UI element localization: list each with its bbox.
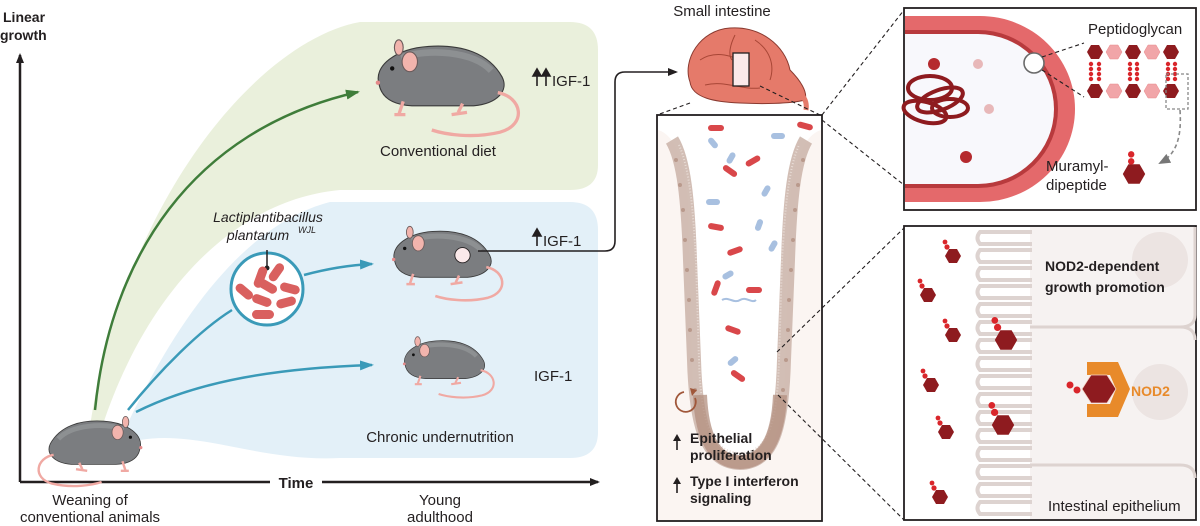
nod2-heading-line1: NOD2-dependent — [1045, 258, 1160, 274]
bacteria-name-line2: plantarum — [226, 227, 290, 243]
small-intestine-label: Small intestine — [673, 3, 771, 20]
igf1-probiotic-label: IGF-1 — [543, 233, 581, 250]
pup-mouse-icon — [39, 416, 143, 486]
effect-2-line2: signaling — [690, 490, 751, 506]
peptidoglycan-label: Peptidoglycan — [1088, 21, 1182, 38]
magnifier-circle — [1023, 52, 1045, 74]
y-axis-label-line1: Linear — [3, 9, 46, 25]
igf1-double-up-icon — [531, 67, 552, 86]
nod2-heading-line2: growth promotion — [1045, 279, 1165, 295]
bacteria-name-line1: Lactiplantibacillus — [213, 209, 323, 225]
igf1-undernourished-label: IGF-1 — [534, 368, 572, 385]
effect-1-line1: Epithelial — [690, 430, 752, 446]
conventional-diet-caption: Conventional diet — [380, 143, 497, 160]
connector-to-intestine — [478, 68, 678, 252]
cleavage-arrow — [1158, 109, 1182, 164]
x-start-label-line1: Weaning of — [52, 492, 128, 509]
intestinal-epithelium-label: Intestinal epithelium — [1048, 498, 1181, 515]
probiotic-growth-arrow-1 — [127, 308, 233, 411]
peptidoglycan-panel: Peptidoglycan Muramyl- dipeptide — [901, 7, 1197, 211]
x-end-label-line2: adulthood — [407, 509, 473, 526]
y-axis-label-line2: growth — [0, 27, 47, 43]
x-end-label-line1: Young — [419, 492, 461, 509]
dna-coil-icon — [901, 74, 970, 126]
probiotic-growth-arrow-2 — [303, 259, 374, 277]
conventional-diet-band — [88, 22, 598, 440]
effect-up-arrow-1 — [673, 434, 681, 450]
muramyl-label-line1: Muramyl- — [1046, 158, 1109, 175]
effect-2-line1: Type I interferon — [690, 473, 799, 489]
effect-up-arrow-2 — [673, 477, 681, 493]
peptidoglycan-lattice-icon — [1087, 44, 1179, 99]
effect-1-line2: proliferation — [690, 447, 772, 463]
growth-chart-panel: Linear growth Time Weaning of convention… — [0, 9, 678, 526]
undernutrition-growth-arrow — [135, 360, 374, 414]
nod2-label: NOD2 — [1131, 383, 1170, 399]
conventional-growth-arrow — [93, 89, 360, 411]
nod2-receptor-icon — [1066, 362, 1130, 417]
nod2-panel: NOD2 NOD2-dependent growth promotion Int… — [903, 225, 1197, 521]
microvilli — [975, 230, 1032, 516]
x-axis-label: Time — [279, 475, 314, 492]
proliferation-cycle-icon — [674, 391, 697, 413]
small-intestine-icon — [687, 27, 809, 111]
igf1-up-icon — [531, 227, 543, 246]
igf1-conventional-label: IGF-1 — [552, 73, 590, 90]
bacteria-strain: WJL — [298, 225, 316, 235]
luminal-bacteria — [706, 121, 813, 382]
adult-mouse-probiotic-icon — [392, 226, 502, 300]
intestine-panel: Small intestine — [656, 3, 905, 522]
bacteria-icon — [229, 250, 305, 327]
undernutrition-caption: Chronic undernutrition — [366, 429, 514, 446]
x-start-label-line2: conventional animals — [20, 509, 160, 526]
muramyl-label-line2: dipeptide — [1046, 177, 1107, 194]
muramyl-dipeptide-icon — [1122, 151, 1146, 184]
